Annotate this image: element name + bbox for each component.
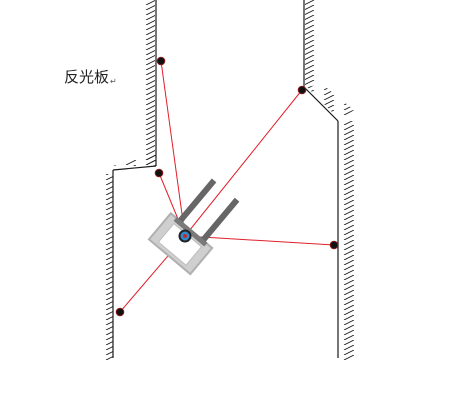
right-wall-lower-hatch <box>339 121 354 360</box>
right-wall-slope-edge <box>303 86 339 122</box>
reflector-label-text: 反光板 <box>64 68 110 86</box>
right-wall-upper-hatch <box>305 0 320 85</box>
right-wall <box>303 0 354 360</box>
reflector-marker-3 <box>297 85 307 95</box>
reflector-marker-1 <box>156 56 166 66</box>
reflectors <box>115 56 339 317</box>
laser-beam-4 <box>184 235 335 246</box>
laser-beam-3 <box>184 89 303 237</box>
scanner-center <box>183 234 187 238</box>
left-wall <box>99 0 157 360</box>
forklift-agv <box>147 178 240 276</box>
left-wall-upper-hatch <box>141 0 155 165</box>
left-wall-step-hatch <box>113 153 156 166</box>
paragraph-mark: ↵ <box>110 77 117 86</box>
laser-beam-1 <box>160 60 186 237</box>
reflector-marker-2 <box>154 168 164 178</box>
left-wall-lower-hatch <box>99 174 113 360</box>
laser-beams <box>119 60 335 313</box>
reflector-marker-4 <box>329 240 339 250</box>
forklift-mast <box>173 217 208 247</box>
forklift-fork-right <box>200 197 240 243</box>
laser-scanner-icon <box>178 229 192 243</box>
forklift-fork-left <box>177 178 217 224</box>
right-wall-slope-hatch <box>307 84 354 120</box>
left-wall-step-edge <box>112 165 157 171</box>
reflector-marker-5 <box>115 307 125 317</box>
reflector-label: 反光板↵ <box>64 66 117 87</box>
